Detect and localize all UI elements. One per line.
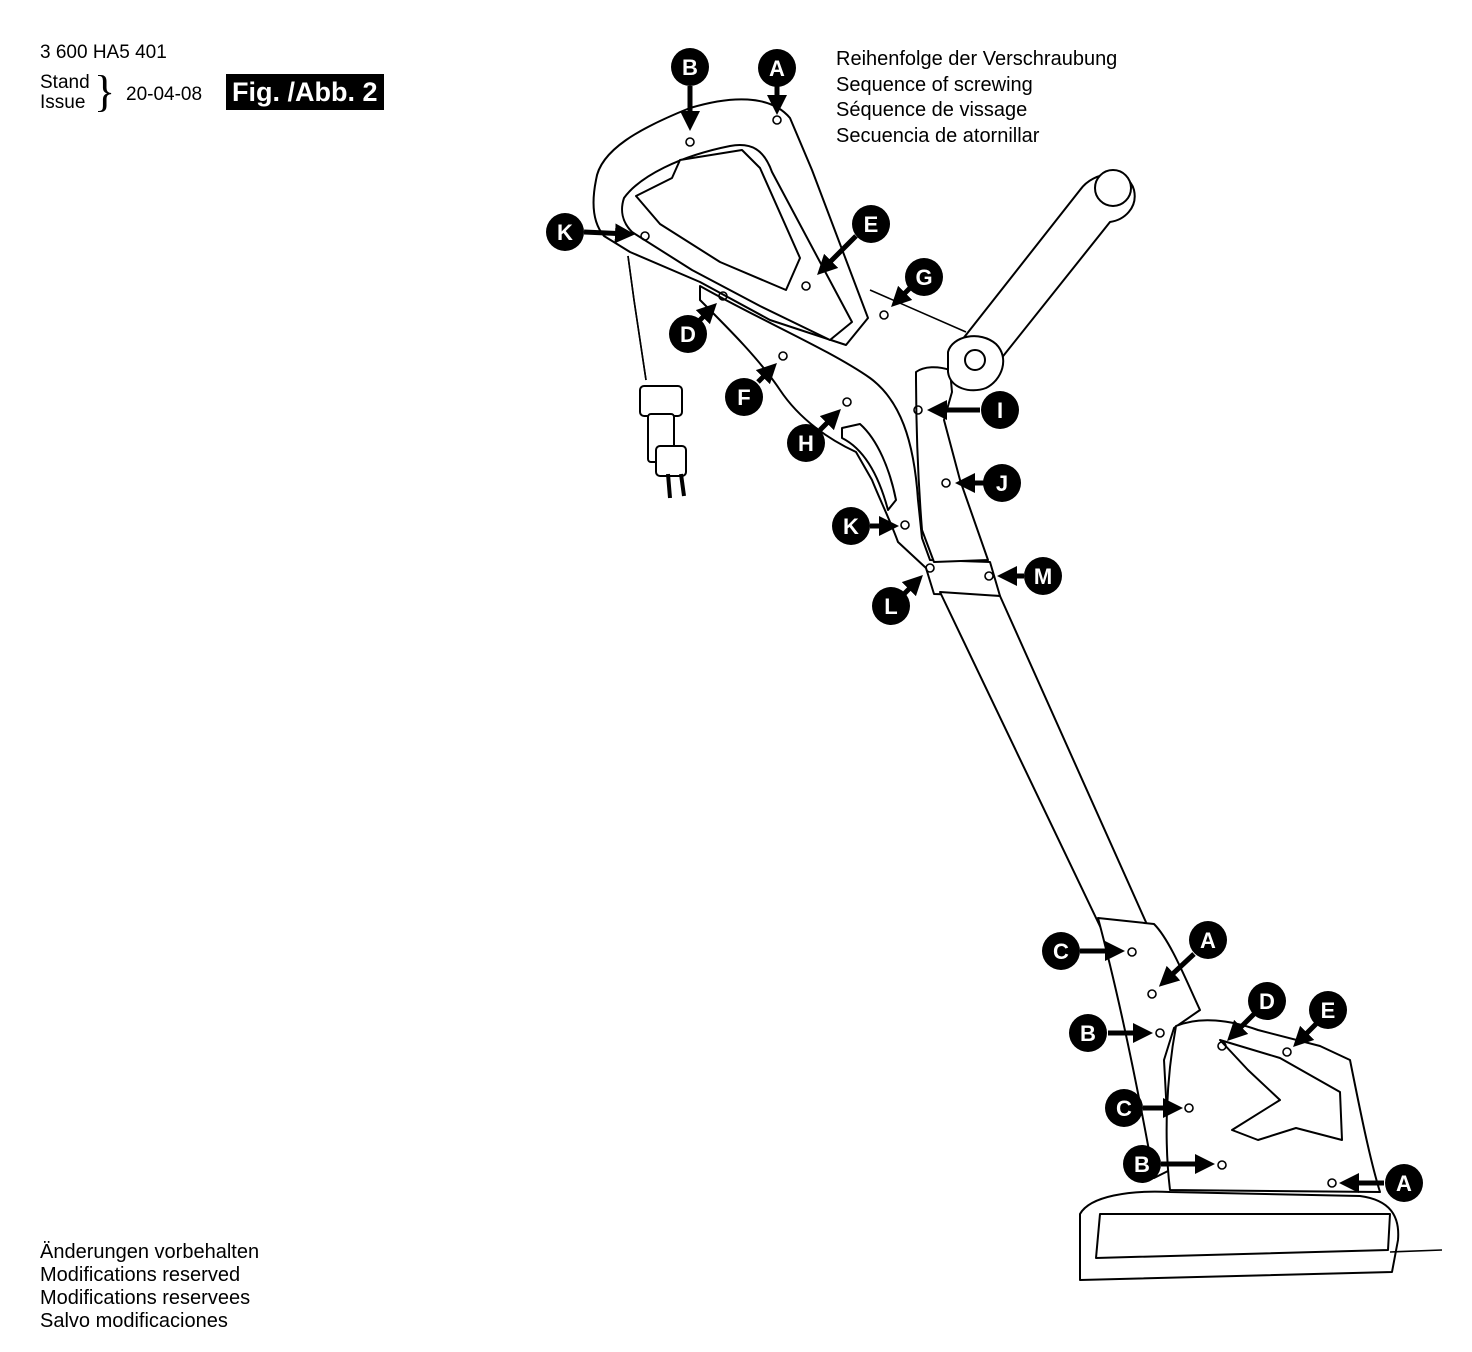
screw-hole-l: [925, 563, 935, 573]
screw-hole-d-housing: [1217, 1041, 1227, 1051]
callout-c-lower: C: [1105, 1089, 1184, 1127]
screw-hole-g: [879, 310, 889, 320]
callout-letter: E: [1321, 998, 1336, 1023]
screw-hole-b-upper: [685, 137, 695, 147]
sequence-title-de: Reihenfolge der Verschraubung: [836, 48, 1118, 70]
callout-b-lower: B: [1123, 1145, 1216, 1183]
stand-label: Stand: [40, 72, 90, 93]
callout-letter: C: [1116, 1096, 1132, 1121]
screw-hole-j: [941, 478, 951, 488]
callout-g: G: [891, 258, 943, 307]
callout-letter: H: [798, 431, 814, 456]
screw-hole-k-lower: [900, 520, 910, 530]
callout-letter: C: [1053, 939, 1069, 964]
callout-l: L: [872, 575, 923, 625]
callout-letter: A: [1396, 1171, 1412, 1196]
screw-hole-m: [984, 571, 994, 581]
power-cord: [627, 255, 687, 499]
footer-note-fr: Modifications reservees: [40, 1287, 251, 1309]
callout-k-lower: K: [832, 507, 900, 545]
callout-e-upper: E: [817, 205, 890, 275]
callout-letter: I: [997, 398, 1003, 423]
screw-hole-a-upper: [772, 115, 782, 125]
motor-housing: [1079, 917, 1443, 1281]
callout-letter: J: [996, 471, 1008, 496]
screw-holes: [640, 115, 1337, 1188]
issue-label: Issue: [40, 92, 86, 113]
sequence-title-fr: Séquence de vissage: [836, 99, 1028, 121]
upper-handle: [592, 98, 869, 346]
issue-date: 20-04-08: [126, 84, 203, 105]
screw-hole-a-housing: [1147, 989, 1157, 999]
callout-a-lower: A: [1338, 1164, 1423, 1202]
screw-hole-e-upper: [801, 281, 811, 291]
screw-hole-d-upper: [718, 291, 728, 301]
callout-j: J: [954, 464, 1021, 502]
callout-letter: A: [769, 56, 785, 81]
callout-letter: K: [843, 514, 859, 539]
stand-issue-label: Stand Issue: [40, 73, 90, 113]
screw-hole-e-housing: [1282, 1047, 1292, 1057]
callout-a-housing: A: [1158, 921, 1227, 987]
part-number: 3 600 HA5 401: [40, 42, 167, 63]
callout-letter: A: [1200, 928, 1216, 953]
callout-letter: M: [1034, 564, 1052, 589]
screw-hole-f: [778, 351, 788, 361]
footer-notes: Änderungen vorbehalten Modifications res…: [40, 1241, 259, 1333]
callout-d-housing: D: [1227, 982, 1286, 1041]
callout-letter: G: [915, 265, 932, 290]
callout-k-upper: K: [546, 213, 635, 251]
footer-note-en: Modifications reserved: [40, 1264, 241, 1286]
callout-h: H: [787, 409, 841, 462]
brace: }: [94, 67, 116, 116]
sequence-title-en: Sequence of screwing: [836, 73, 1033, 96]
auxiliary-handle: [869, 169, 1136, 392]
shaft: [939, 591, 1163, 969]
footer-note-de: Änderungen vorbehalten: [40, 1241, 260, 1263]
sequence-title-es: Secuencia de atornillar: [836, 124, 1040, 147]
callout-b-housing: B: [1069, 1014, 1154, 1052]
sequence-title: Reihenfolge der Verschraubung Sequence o…: [836, 47, 1117, 149]
screw-hole-k-upper: [640, 231, 650, 241]
footer-note-es: Salvo modificaciones: [40, 1310, 228, 1332]
callout-m: M: [996, 557, 1062, 595]
callout-letter: E: [864, 212, 879, 237]
screw-hole-c-lower: [1184, 1103, 1194, 1113]
callout-letter: L: [884, 594, 897, 619]
callout-letter: K: [557, 220, 573, 245]
callout-i: I: [926, 391, 1019, 429]
screw-hole-i: [913, 405, 923, 415]
callout-letter: B: [682, 55, 698, 80]
callout-letter: D: [680, 322, 696, 347]
screw-hole-b-lower: [1217, 1160, 1227, 1170]
callout-letter: B: [1080, 1021, 1096, 1046]
callout-letter: B: [1134, 1152, 1150, 1177]
callout-e-housing: E: [1293, 991, 1347, 1047]
callout-c-upper: C: [1042, 932, 1126, 970]
callout-a-upper: A: [758, 49, 796, 116]
callout-d-upper: D: [669, 303, 717, 353]
screw-hole-b-housing: [1155, 1028, 1165, 1038]
callout-b-upper: B: [671, 48, 709, 132]
callout-letter: D: [1259, 989, 1275, 1014]
callout-letter: F: [737, 385, 750, 410]
figure-badge: Fig. /Abb. 2: [226, 74, 384, 110]
screw-hole-c-upper: [1127, 947, 1137, 957]
callout-f: F: [725, 363, 777, 416]
screw-hole-a-lower: [1327, 1178, 1337, 1188]
screw-hole-h: [842, 397, 852, 407]
